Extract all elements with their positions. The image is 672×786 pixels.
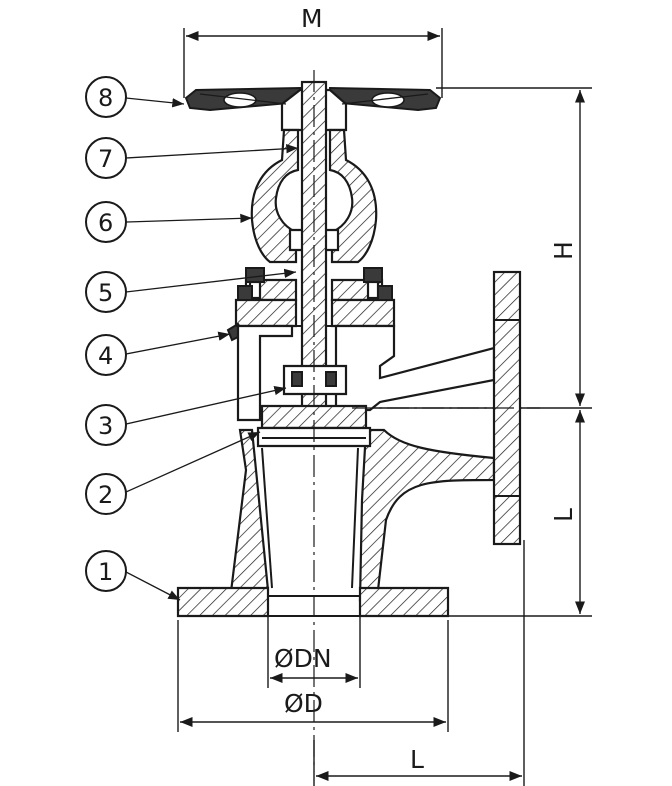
callout-6: 6 <box>85 201 253 243</box>
dimension-l-vertical: L <box>448 410 592 617</box>
callout-5-number: 5 <box>98 279 113 307</box>
centerlines <box>313 70 540 770</box>
callout-7-number: 7 <box>98 145 113 173</box>
callout-3-number: 3 <box>98 412 113 440</box>
dimension-l-horizontal: L <box>313 540 525 786</box>
dim-d-label: ØD <box>284 689 323 718</box>
callout-4: 4 <box>85 331 231 376</box>
dimension-d: ØD <box>177 620 449 732</box>
callout-2-number: 2 <box>98 481 113 509</box>
body <box>176 270 522 618</box>
dimension-dn: ØDN <box>267 600 361 688</box>
callout-5: 5 <box>85 268 297 313</box>
callout-6-number: 6 <box>98 209 113 237</box>
dim-l-horizontal-label: L <box>410 745 424 774</box>
dim-dn-label: ØDN <box>274 644 332 673</box>
callout-2: 2 <box>85 431 261 515</box>
callout-8-number: 8 <box>98 84 113 112</box>
stem-nut <box>282 364 348 396</box>
dim-m-label: M <box>301 4 323 33</box>
callout-1: 1 <box>85 550 181 601</box>
callout-1-number: 1 <box>98 558 113 586</box>
dim-l-vertical-label: L <box>549 508 578 522</box>
dim-h-label: H <box>549 241 578 260</box>
callout-3: 3 <box>85 386 287 446</box>
callout-7: 7 <box>85 137 299 179</box>
dimension-m: M <box>183 4 443 98</box>
callout-8: 8 <box>85 76 185 118</box>
callout-4-number: 4 <box>98 342 113 370</box>
